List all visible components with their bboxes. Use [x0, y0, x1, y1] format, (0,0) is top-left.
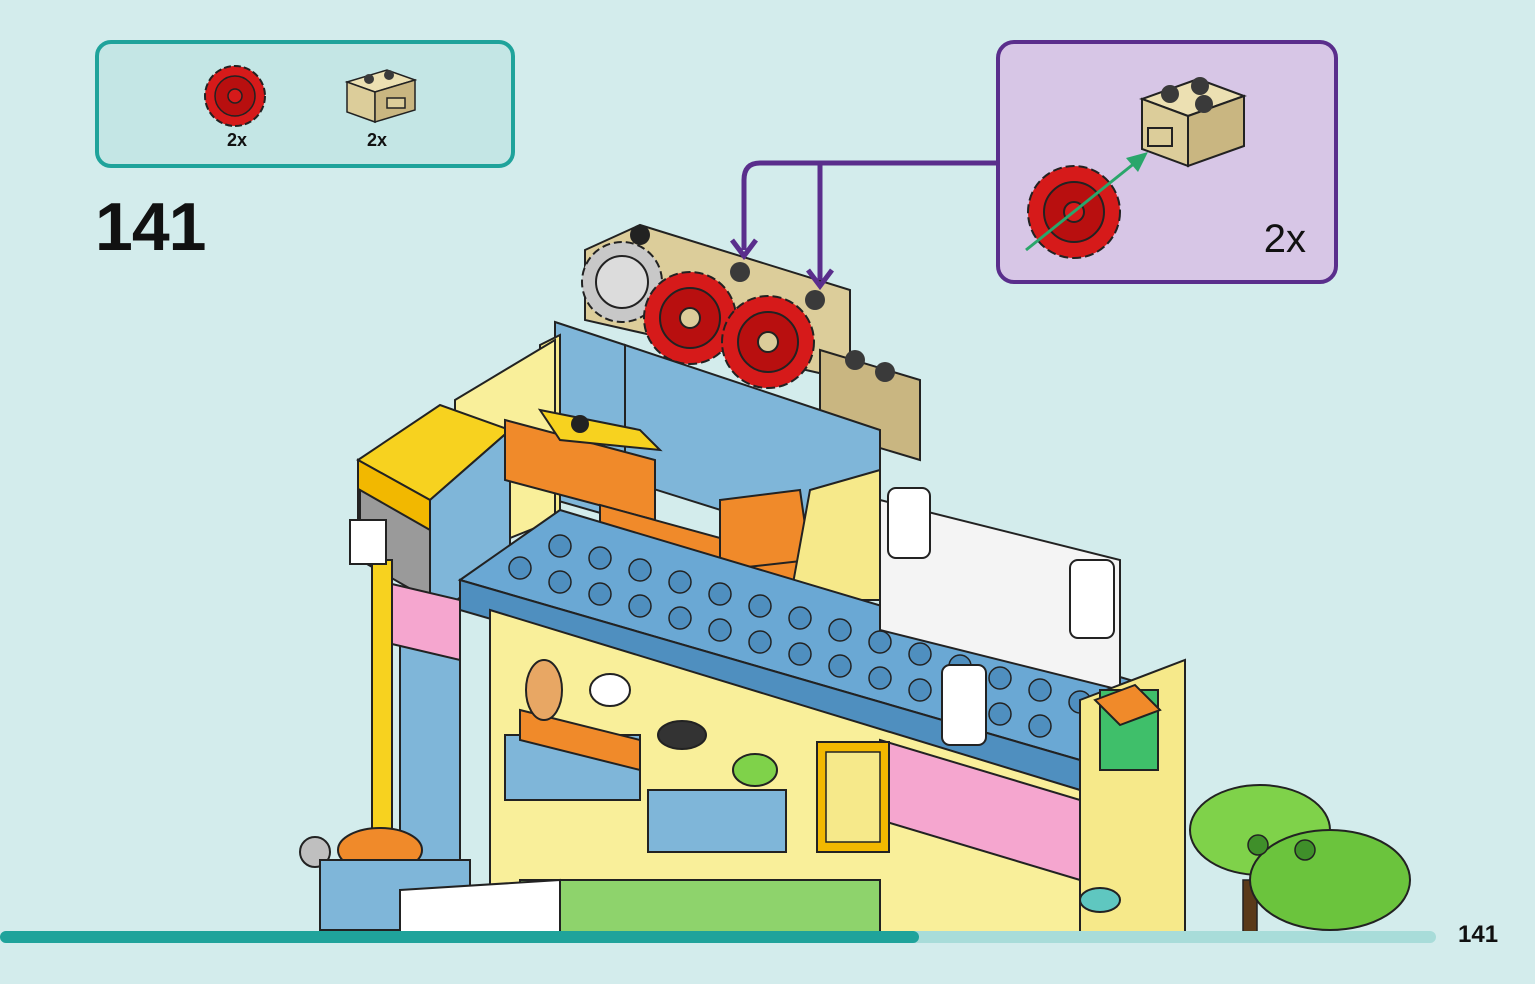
red-gear-icon [197, 62, 277, 128]
red-gears-attached [643, 271, 815, 389]
step-number: 141 [95, 189, 206, 265]
callout-quantity: 2x [1263, 217, 1306, 261]
green-assembly-arrow [1025, 152, 1148, 252]
purple-placement-arrows [730, 160, 998, 291]
page-number: 141 [1458, 921, 1499, 948]
tan-brick-with-pin [1139, 77, 1247, 168]
white-fence [879, 487, 1121, 746]
progress-bar [0, 931, 1436, 943]
parts-list-item-brick: 2x [337, 62, 417, 151]
progress-bar-fill [0, 931, 920, 943]
shop-front [319, 608, 1186, 941]
subassembly-callout: 2x [996, 40, 1338, 284]
gear-quantity: 2x [226, 130, 248, 150]
grey-gear [581, 241, 663, 323]
subassembly-diagram [1025, 77, 1247, 259]
palm-tree [1189, 784, 1411, 941]
parts-list-box: 2x 2x [95, 40, 515, 168]
plate-studs [508, 534, 1092, 738]
shop-accessories [525, 659, 1121, 913]
tan-brick-with-pin-icon [337, 62, 417, 128]
brick-quantity: 2x [366, 130, 388, 150]
parts-list-item-gear: 2x [197, 62, 277, 151]
